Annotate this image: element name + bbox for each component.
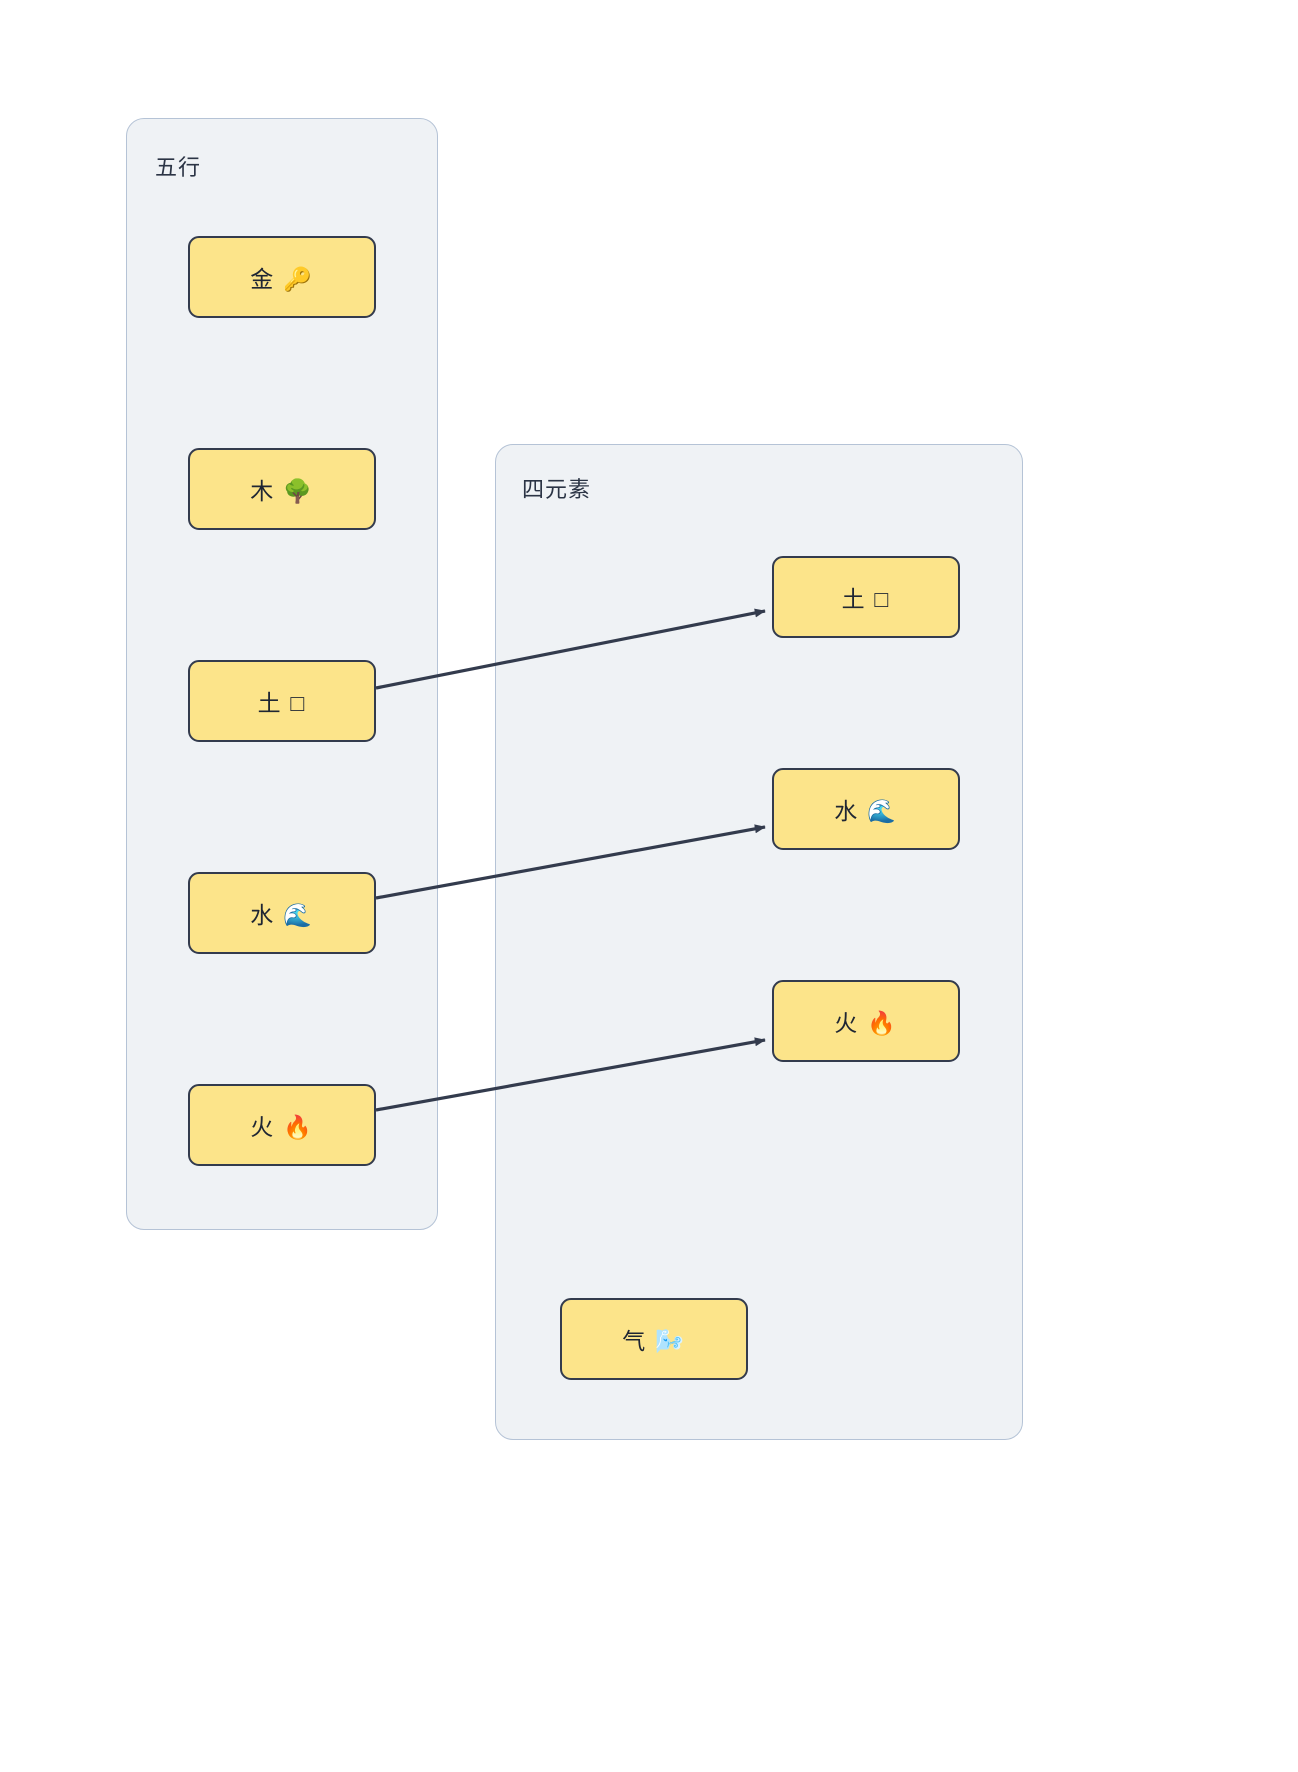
node-label: 土 □: [841, 587, 891, 612]
node-label: 土 □: [257, 691, 307, 716]
node-label: 火 🔥: [834, 1011, 898, 1036]
node-jin[interactable]: 金 🔑: [188, 236, 376, 318]
node-label: 火 🔥: [250, 1115, 314, 1140]
node-tu-right[interactable]: 土 □: [772, 556, 960, 638]
node-tu-left[interactable]: 土 □: [188, 660, 376, 742]
node-shui-right[interactable]: 水 🌊: [772, 768, 960, 850]
node-label: 木 🌳: [250, 479, 314, 504]
node-label: 水 🌊: [834, 799, 898, 824]
node-mu[interactable]: 木 🌳: [188, 448, 376, 530]
node-huo-right[interactable]: 火 🔥: [772, 980, 960, 1062]
node-qi[interactable]: 气 🌬️: [560, 1298, 748, 1380]
node-huo-left[interactable]: 火 🔥: [188, 1084, 376, 1166]
cluster-label-siyuansu: 四元素: [522, 477, 592, 502]
node-label: 气 🌬️: [622, 1329, 686, 1354]
node-shui-left[interactable]: 水 🌊: [188, 872, 376, 954]
node-label: 水 🌊: [250, 903, 314, 928]
cluster-label-wuxing: 五行: [155, 155, 202, 180]
node-label: 金 🔑: [250, 267, 314, 292]
